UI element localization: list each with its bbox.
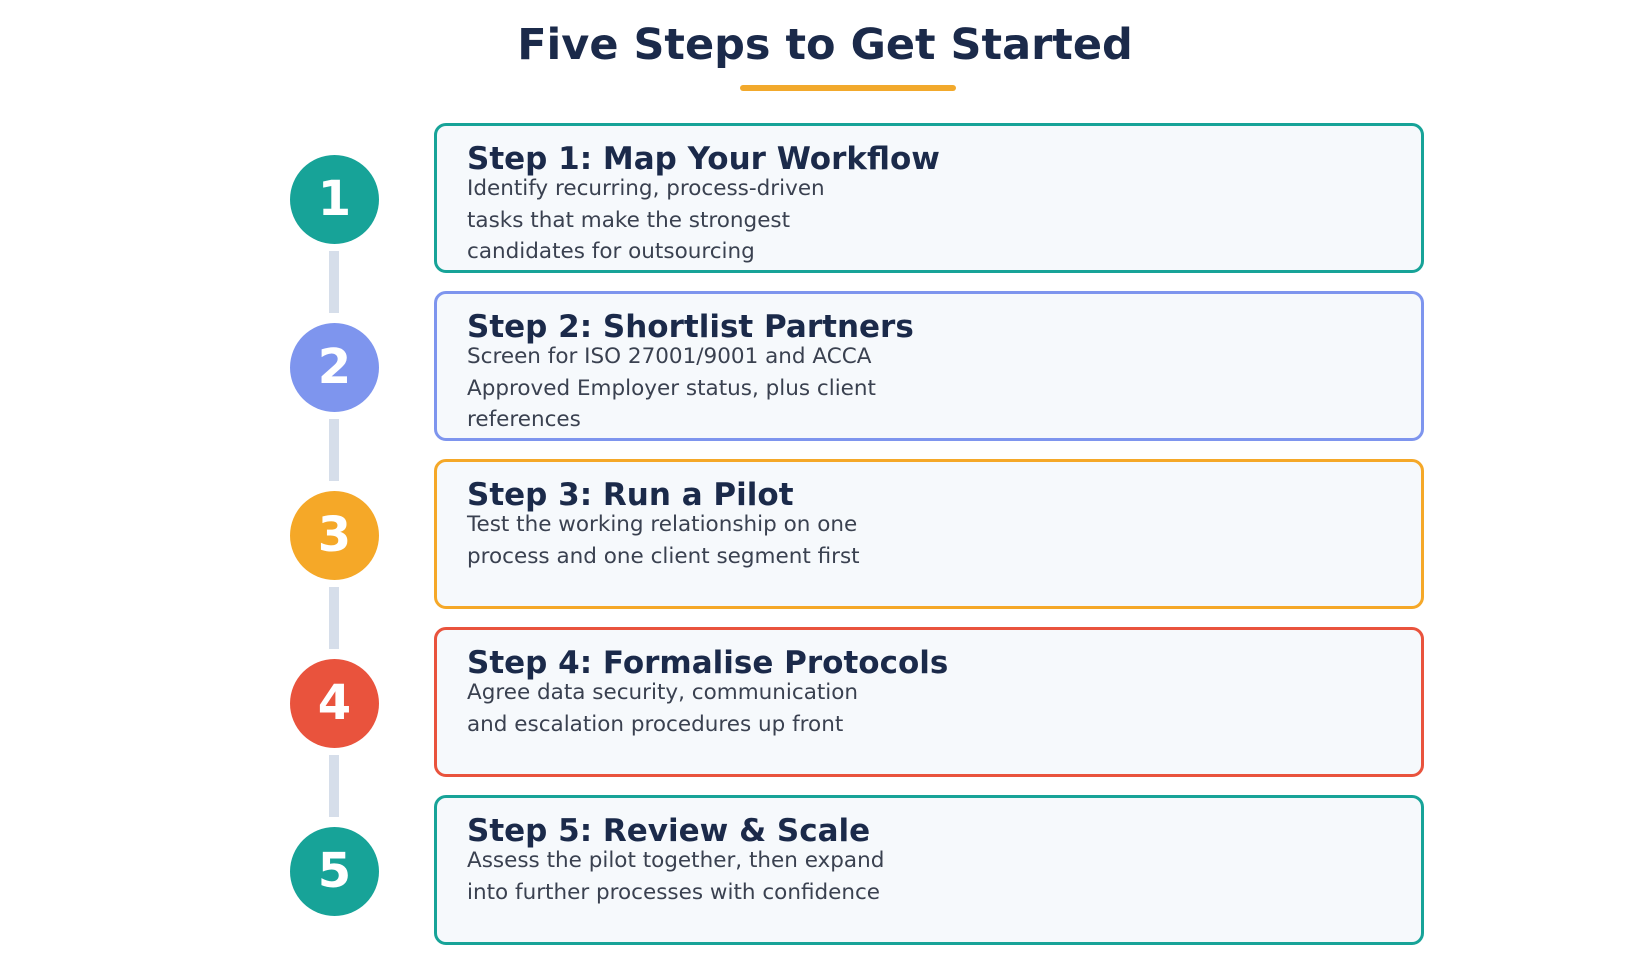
step-title-1: Step 1: Map Your Workflow <box>467 141 940 177</box>
step-number-badge-3: 3 <box>290 491 379 580</box>
step-title-2: Step 2: Shortlist Partners <box>467 309 914 345</box>
connector-1-2 <box>329 251 339 313</box>
step-number-badge-4: 4 <box>290 659 379 748</box>
page-title: Five Steps to Get Started <box>517 20 1133 70</box>
step-title-5: Step 5: Review & Scale <box>467 813 871 849</box>
step-number-badge-1: 1 <box>290 155 379 244</box>
step-number-badge-2: 2 <box>290 323 379 412</box>
step-description-4: Agree data security, communication and e… <box>467 680 859 737</box>
step-card-4: Step 4: Formalise Protocols Agree data s… <box>434 627 1424 777</box>
step-description-2: Screen for ISO 27001/9001 and ACCA Appro… <box>467 344 876 432</box>
step-description-3: Test the working relationship on one pro… <box>467 512 860 569</box>
step-title-3: Step 3: Run a Pilot <box>467 477 794 513</box>
step-card-2: Step 2: Shortlist Partners Screen for IS… <box>434 291 1424 441</box>
step-card-5: Step 5: Review & Scale Assess the pilot … <box>434 795 1424 945</box>
step-number-badge-5: 5 <box>290 827 379 916</box>
step-card-3: Step 3: Run a Pilot Test the working rel… <box>434 459 1424 609</box>
step-card-1: Step 1: Map Your Workflow Identify recur… <box>434 123 1424 273</box>
connector-2-3 <box>329 419 339 481</box>
step-title-4: Step 4: Formalise Protocols <box>467 645 949 681</box>
step-description-5: Assess the pilot together, then expand i… <box>467 848 885 905</box>
connector-3-4 <box>329 587 339 649</box>
connector-4-5 <box>329 755 339 817</box>
title-underline <box>740 85 956 91</box>
step-description-1: Identify recurring, process-driven tasks… <box>467 176 825 264</box>
